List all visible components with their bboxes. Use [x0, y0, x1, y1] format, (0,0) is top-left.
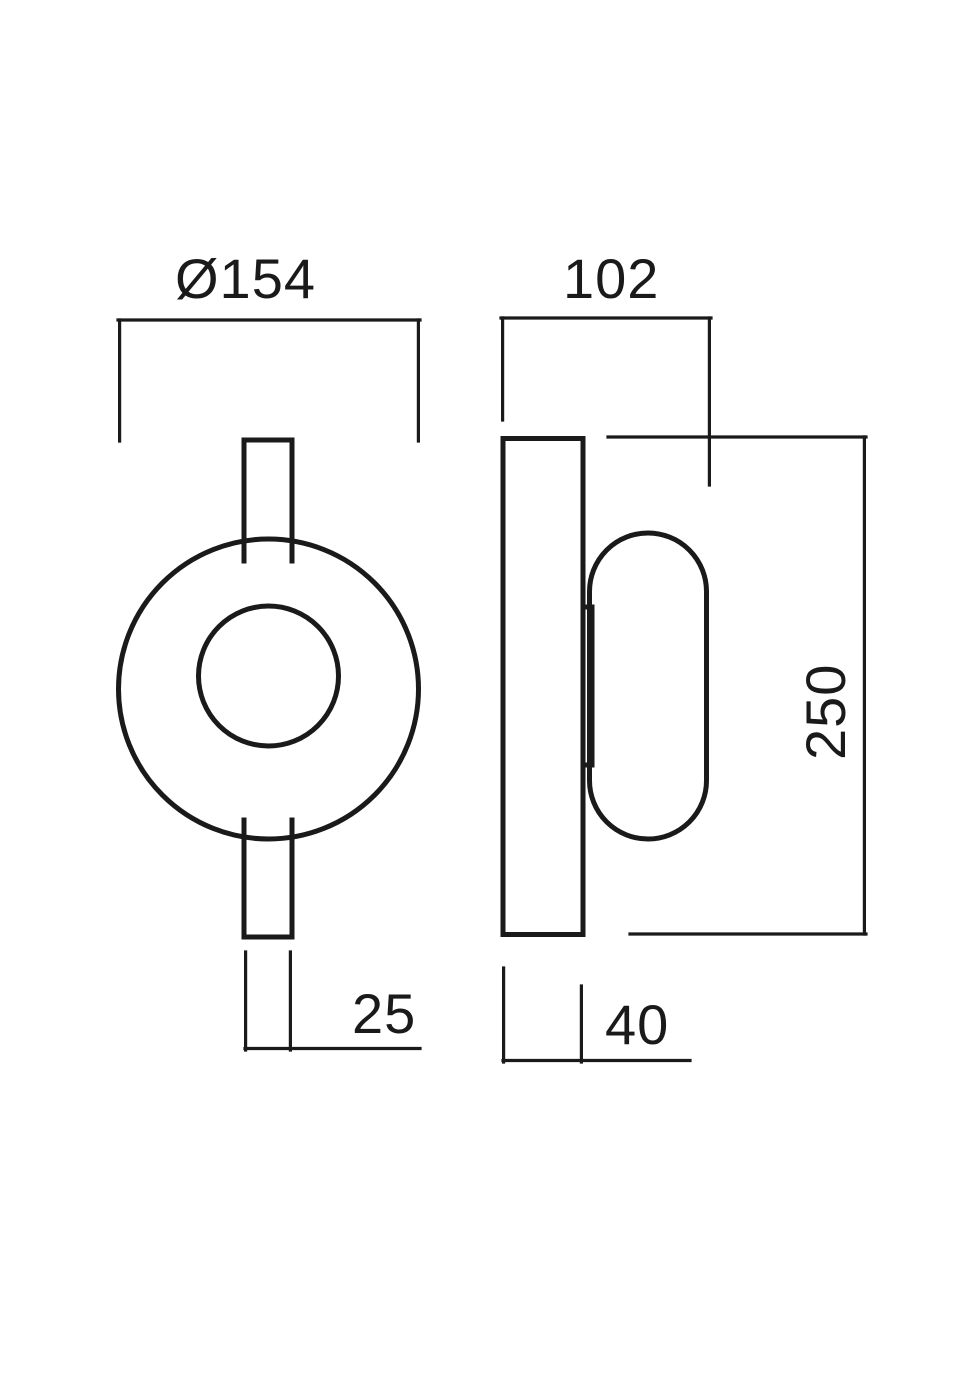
dimension-stem-width-25: 25 — [243, 950, 422, 1052]
dimension-label-plate-depth: 40 — [605, 993, 669, 1056]
dimension-diameter-154: Ø154 — [116, 247, 422, 443]
dimension-height-250: 250 — [606, 435, 868, 936]
wall-plate — [500, 436, 586, 937]
front-view-part — [116, 437, 421, 940]
side-view-part — [500, 436, 709, 937]
dimension-label-stem-width: 25 — [352, 982, 416, 1045]
dimension-label-diameter: Ø154 — [175, 247, 316, 310]
outer-circle — [116, 536, 421, 842]
dimension-label-plate-width: 102 — [563, 247, 659, 310]
top-stem — [241, 437, 295, 564]
capsule-body — [587, 530, 709, 842]
dimension-plate-width-102: 102 — [499, 247, 713, 487]
inner-circle — [196, 603, 341, 749]
dimension-plate-depth-40: 40 — [501, 966, 692, 1064]
dimension-label-height: 250 — [794, 664, 857, 760]
bottom-stem — [241, 817, 295, 940]
